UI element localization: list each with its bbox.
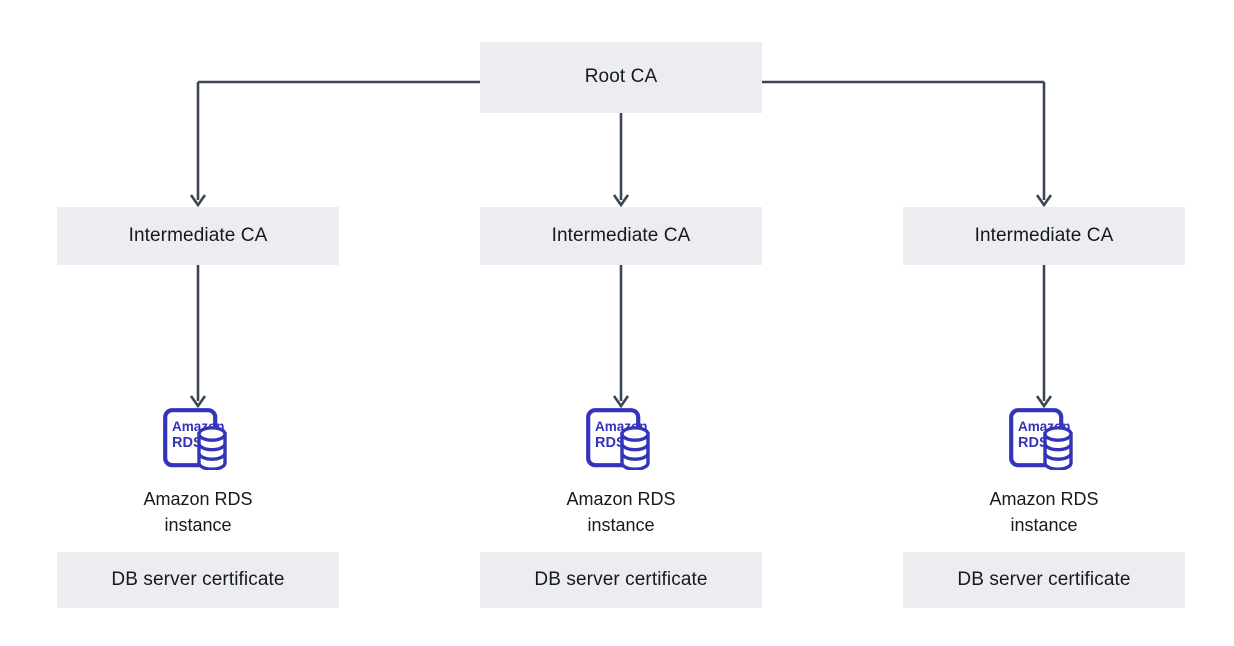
node-intermediate-ca-1: Intermediate CA: [57, 207, 339, 265]
rds-instance-caption-3: Amazon RDS instance: [903, 486, 1185, 538]
db-server-certificate-label: DB server certificate: [111, 568, 285, 590]
node-intermediate-ca-3: Intermediate CA: [903, 207, 1185, 265]
caption-line-2: instance: [1010, 515, 1078, 536]
arrowhead-intermediate-1: [189, 194, 207, 208]
caption-line-1: Amazon RDS: [566, 489, 676, 509]
rds-instance-caption-2: Amazon RDS instance: [480, 486, 762, 538]
arrowhead-rds-3: [1035, 395, 1053, 409]
rds-icon-text-rds: RDS: [1018, 435, 1049, 451]
rds-instance-caption-1: Amazon RDS instance: [57, 486, 339, 538]
node-db-server-certificate-3: DB server certificate: [903, 552, 1185, 608]
node-intermediate-ca-2: Intermediate CA: [480, 207, 762, 265]
amazon-rds-icon: Amazon RDS: [586, 408, 650, 470]
rds-icon-text-rds: RDS: [595, 435, 626, 451]
amazon-rds-icon: Amazon RDS: [163, 408, 227, 470]
node-db-server-certificate-2: DB server certificate: [480, 552, 762, 608]
caption-line-2: instance: [587, 515, 655, 536]
db-server-certificate-label: DB server certificate: [957, 568, 1131, 590]
arrowhead-intermediate-2: [612, 194, 630, 208]
intermediate-ca-label: Intermediate CA: [974, 224, 1114, 246]
caption-line-2: instance: [164, 515, 232, 536]
amazon-rds-icon: Amazon RDS: [1009, 408, 1073, 470]
caption-line-1: Amazon RDS: [989, 489, 1099, 509]
db-server-certificate-label: DB server certificate: [534, 568, 708, 590]
node-root-ca: Root CA: [480, 42, 762, 113]
intermediate-ca-label: Intermediate CA: [551, 224, 691, 246]
node-db-server-certificate-1: DB server certificate: [57, 552, 339, 608]
intermediate-ca-label: Intermediate CA: [128, 224, 268, 246]
arrowhead-rds-2: [612, 395, 630, 409]
arrowhead-intermediate-3: [1035, 194, 1053, 208]
root-ca-label: Root CA: [584, 66, 658, 88]
caption-line-1: Amazon RDS: [143, 489, 253, 509]
rds-icon-text-rds: RDS: [172, 435, 203, 451]
arrowhead-rds-1: [189, 395, 207, 409]
